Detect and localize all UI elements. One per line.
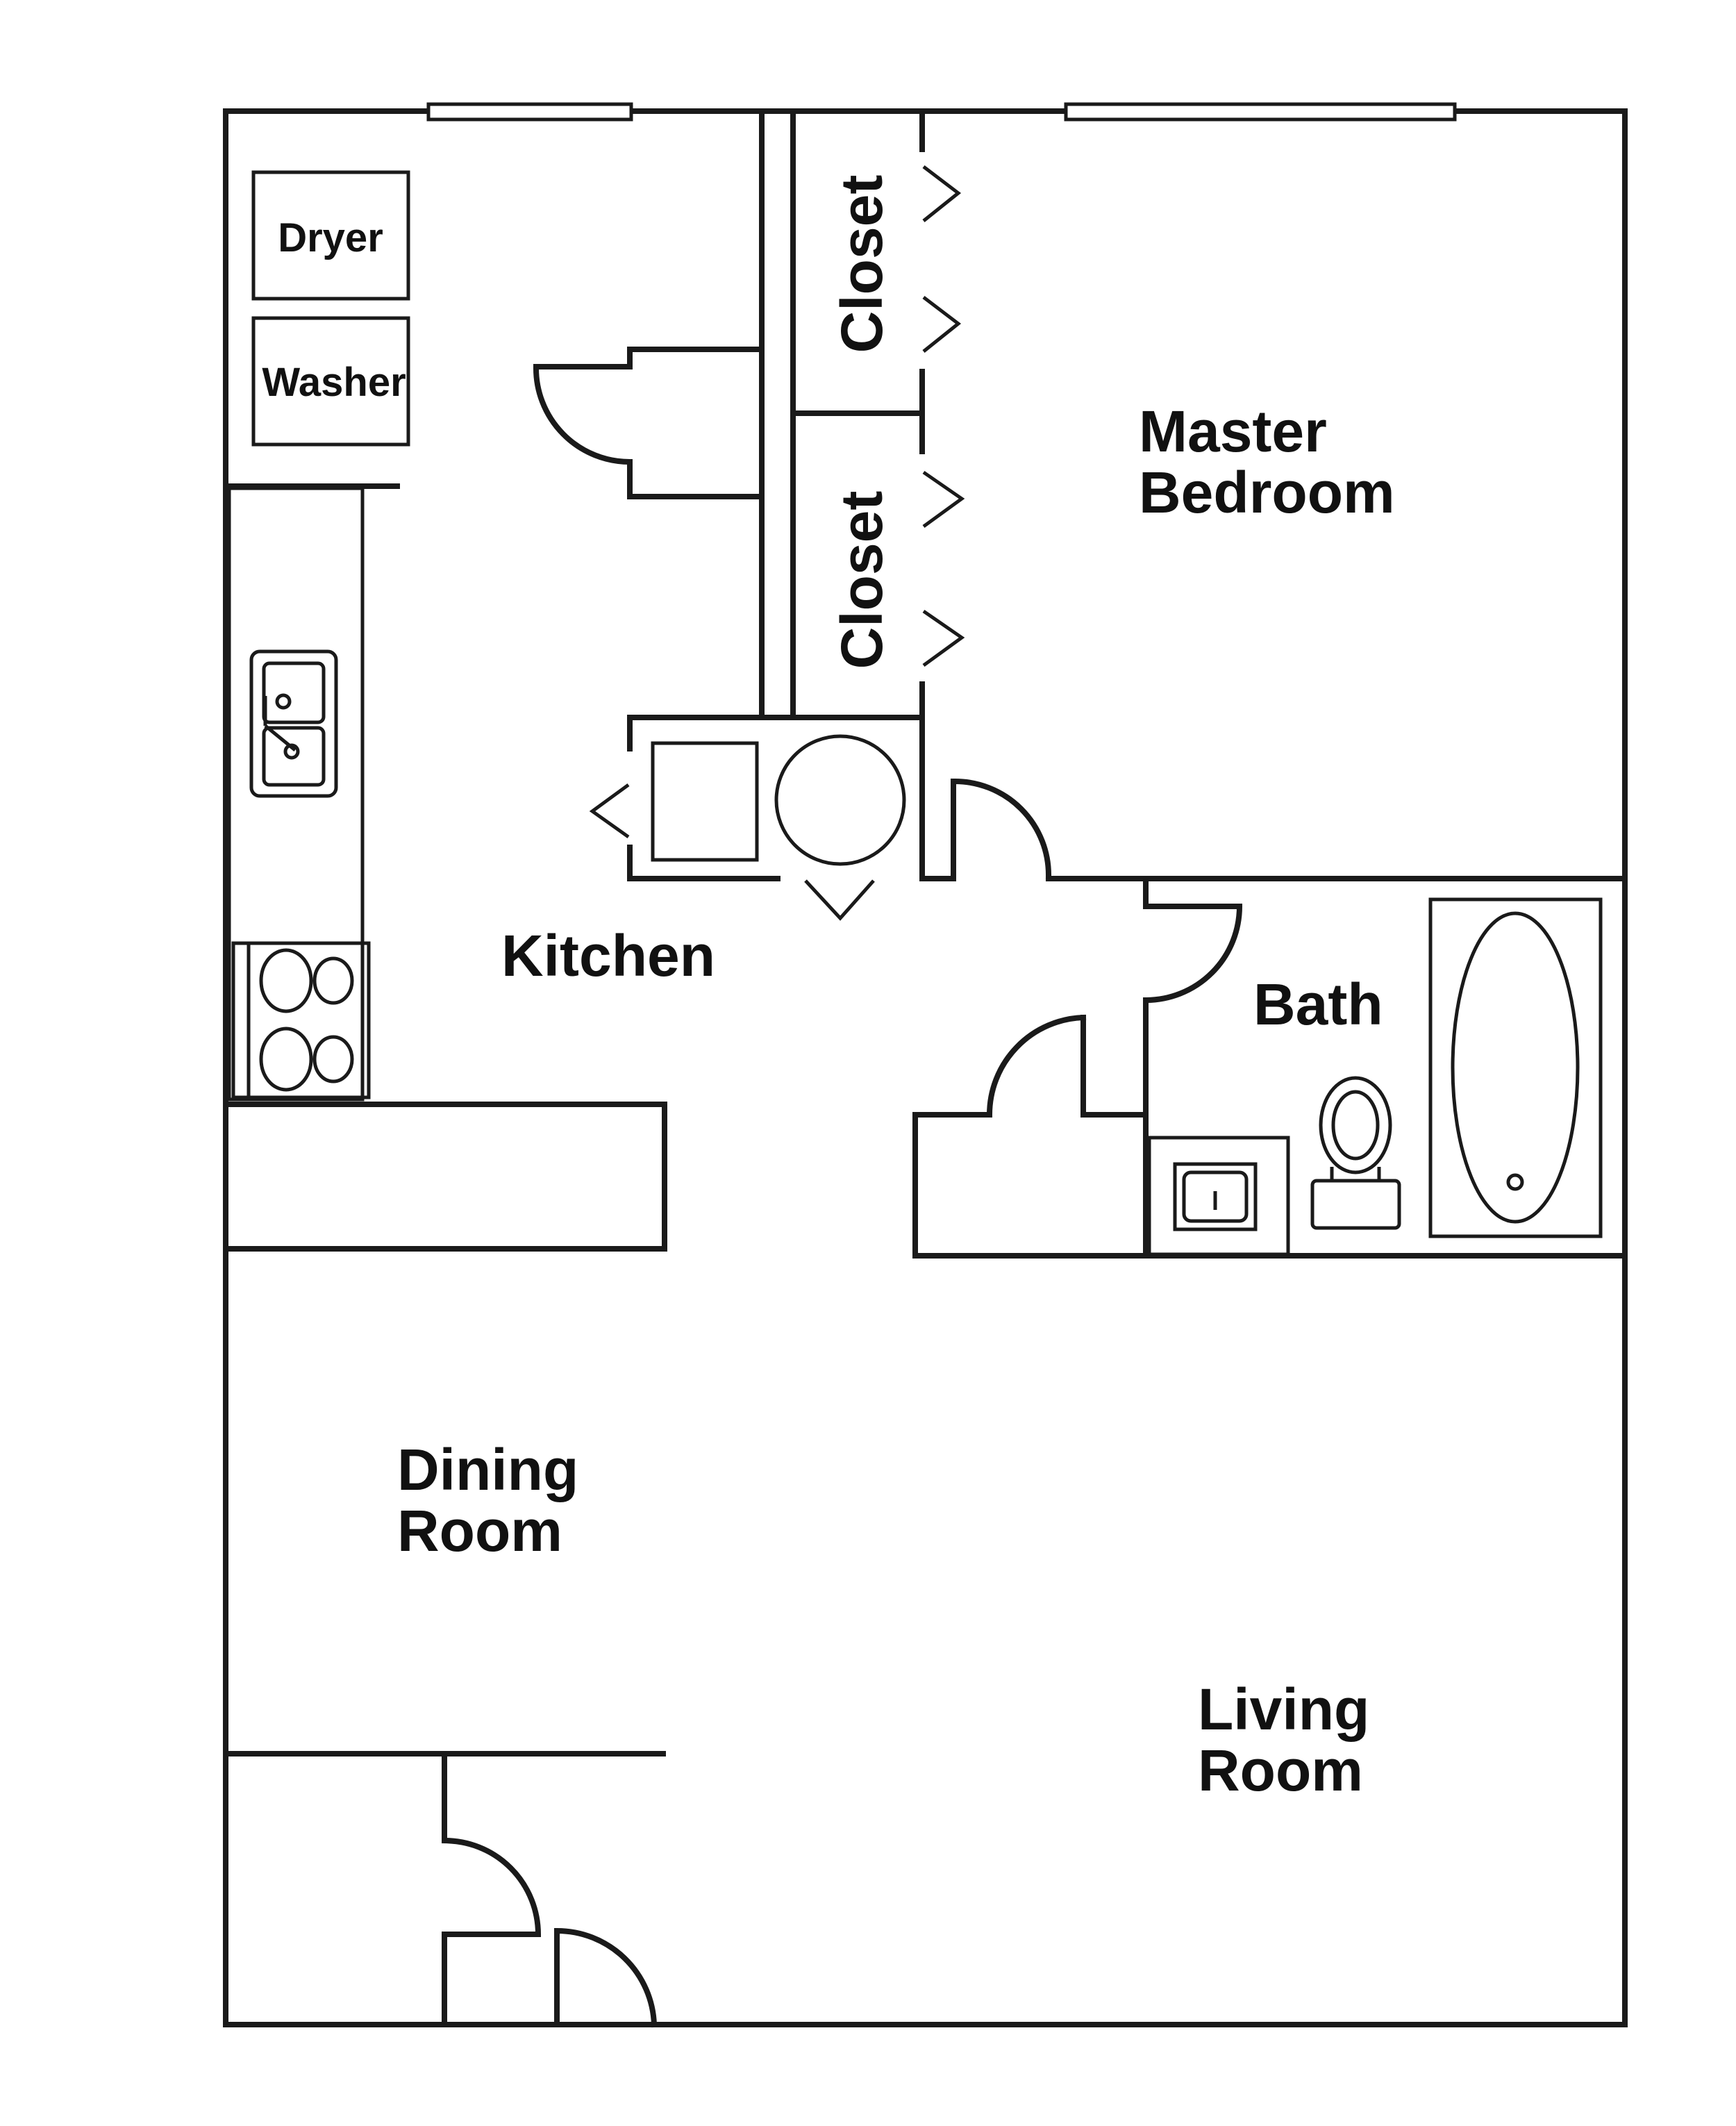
toilet [1310,1076,1401,1230]
bedroom-door [950,778,1628,881]
master-bedroom-label-line1: Master [1139,399,1327,464]
dryer-label: Dryer [278,215,383,260]
closet-lower-label: Closet [829,491,894,670]
kitchen-counter [227,486,371,1102]
kitchen-peninsula [223,1102,667,1252]
windows [426,102,1457,122]
laundry-area [223,170,410,489]
bathtub [1428,897,1603,1238]
dryer [251,170,410,301]
exterior-walls [223,108,1628,2027]
utility-closet [589,715,956,921]
room-labels: Dryer Washer Closet Closet Master Bedroo… [262,175,1394,1803]
washer-label: Washer [262,360,406,405]
bath-fixtures [1147,897,1603,1256]
vanity [1147,1136,1290,1256]
entry-area [223,1751,666,2028]
laundry-door [533,347,765,499]
window-laundry [426,102,633,122]
kitchen-label: Kitchen [501,923,715,988]
living-room-label-line1: Living [1198,1677,1369,1742]
closet-upper-label: Closet [829,175,894,354]
bath-label: Bath [1253,972,1383,1037]
dining-room-label-line2: Room [397,1498,562,1563]
window-bedroom [1064,102,1457,122]
bath-walls [912,879,1628,1259]
stove [231,941,371,1099]
living-room-label-line2: Room [1198,1738,1363,1803]
kitchen-sink [249,649,338,798]
dining-room-label-line1: Dining [397,1437,578,1502]
master-bedroom-label-line2: Bedroom [1139,460,1395,525]
washer [251,316,410,447]
bath-sink [1173,1162,1258,1231]
